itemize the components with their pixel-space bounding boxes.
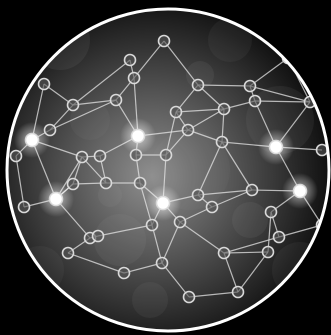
network-node (233, 287, 244, 298)
hub-node (294, 185, 307, 198)
network-node (250, 96, 261, 107)
bokeh-circle (232, 202, 268, 238)
hub-node (270, 141, 283, 154)
network-node (274, 232, 285, 243)
network-node (219, 248, 230, 259)
network-node (135, 178, 146, 189)
network-node (175, 217, 186, 228)
network-node (159, 36, 170, 47)
network-node (147, 220, 158, 231)
network-node (131, 150, 142, 161)
network-node (95, 151, 106, 162)
bokeh-circle (132, 282, 168, 318)
network-node (101, 178, 112, 189)
hub-node (157, 197, 170, 210)
bokeh-circle (30, 10, 90, 70)
network-node (219, 104, 230, 115)
network-node (193, 80, 204, 91)
network-node (207, 202, 218, 213)
network-node (193, 190, 204, 201)
network-node (245, 81, 256, 92)
network-node (77, 152, 88, 163)
bokeh-circle (208, 18, 252, 62)
network-node (19, 202, 30, 213)
network-node (125, 55, 136, 66)
network-node (157, 258, 168, 269)
network-node (45, 125, 56, 136)
network-node (266, 207, 277, 218)
network-node (217, 137, 228, 148)
network-node (184, 292, 195, 303)
network-node (39, 79, 50, 90)
network-node (263, 247, 274, 258)
network-node (161, 150, 172, 161)
network-node (183, 125, 194, 136)
network-node (247, 185, 258, 196)
bokeh-circle (272, 242, 328, 298)
hub-node (132, 130, 145, 143)
network-node (11, 151, 22, 162)
network-node (63, 248, 74, 259)
network-node (119, 268, 130, 279)
network-node (93, 231, 104, 242)
network-node (129, 73, 140, 84)
hub-node (26, 134, 39, 147)
network-node (171, 107, 182, 118)
hub-node (50, 193, 63, 206)
network-node (111, 95, 122, 106)
network-node (68, 100, 79, 111)
